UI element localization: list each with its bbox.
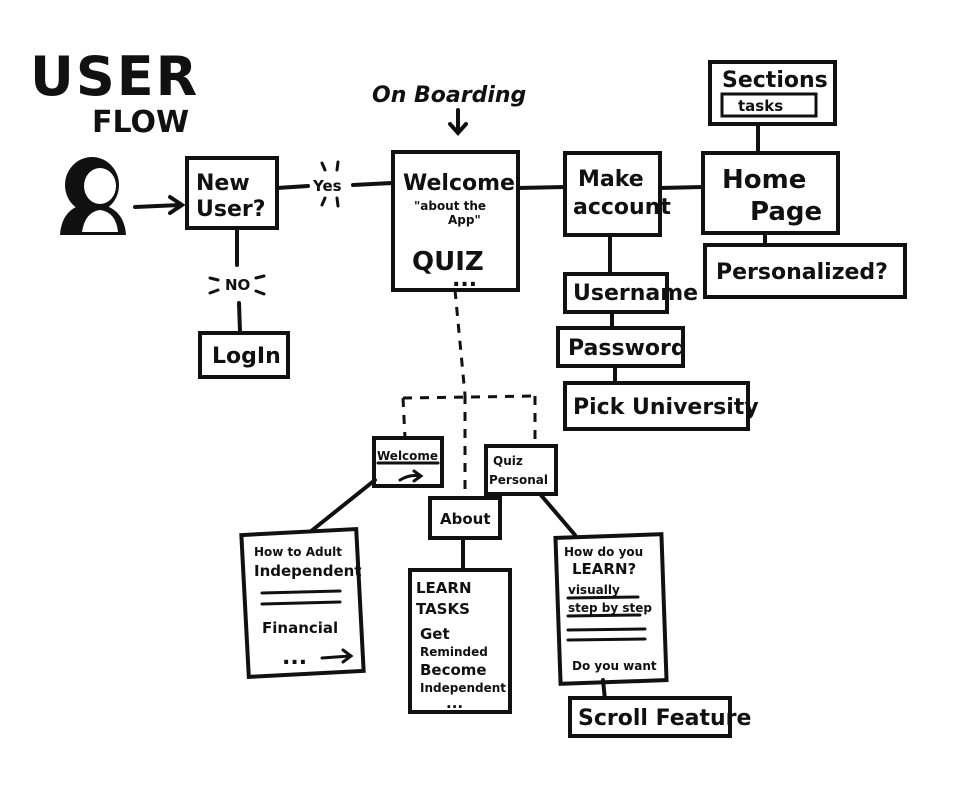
adulting-text-lines (260, 589, 342, 606)
username-box (563, 272, 669, 314)
learning-question: Do you want (572, 659, 657, 673)
learning-answer-lines (566, 595, 647, 642)
onboarding-label: On Boarding (372, 83, 526, 108)
personalized-label: Personalized? (716, 260, 888, 285)
make-account-line-1: Make (578, 167, 644, 192)
quiz-screen-box (484, 444, 558, 496)
login-label: LogIn (212, 344, 281, 369)
login-box (198, 331, 290, 379)
adulting-line-1: How to Adult (254, 545, 342, 559)
welcome-note-line-2: App" (448, 213, 481, 227)
tasks-label: tasks (738, 97, 783, 115)
learn-line-5: Become (420, 661, 487, 679)
username-label: Username (573, 281, 698, 306)
connector-no-login (237, 301, 242, 334)
home-page-line-2: Page (750, 197, 822, 227)
welcome-heading: Welcome (403, 171, 515, 196)
connector-welcome-adulting (308, 478, 377, 534)
quiz-screen-line-2: Personal (489, 473, 548, 487)
password-label: Password (568, 336, 687, 361)
connector-quiz-learning (538, 492, 577, 537)
yes-label: Yes (312, 177, 342, 195)
arrow-user-to-new-user (133, 195, 186, 215)
learn-line-6: Independent (420, 681, 506, 695)
personalized-box (703, 243, 907, 299)
learn-screen (408, 568, 512, 714)
learn-line-4: Reminded (420, 645, 488, 659)
connector-yes-welcome (351, 181, 394, 187)
new-user-line-2: User? (196, 197, 266, 222)
adulting-arrow-icon (320, 648, 354, 664)
welcome-dots: ... (452, 267, 477, 292)
welcome-screen-label: Welcome (377, 449, 438, 463)
learning-line-2: LEARN? (572, 560, 636, 578)
about-screen-label: About (440, 510, 491, 528)
connector-make-account-home (658, 185, 705, 190)
sections-label: Sections (722, 68, 828, 93)
connector-welcome-make-account (516, 185, 567, 190)
quiz-screen-line-1: Quiz (493, 454, 523, 468)
scroll-feature-label: Scroll Feature (578, 706, 751, 731)
adulting-line-2: Independent (254, 562, 362, 580)
home-page-line-1: Home (722, 165, 806, 195)
learn-line-2: TASKS (416, 600, 470, 618)
learning-line-1: How do you (564, 545, 643, 559)
university-label: Pick University (573, 395, 759, 420)
learn-line-3: Get (420, 625, 450, 643)
adulting-dots: ... (282, 645, 307, 670)
learn-line-1: LEARN (416, 579, 472, 597)
scroll-feature-box (568, 696, 732, 738)
welcome-note-line-1: "about the (414, 199, 486, 213)
password-box (556, 326, 685, 368)
onboarding-arrow (448, 108, 468, 137)
no-burst (208, 274, 266, 296)
tasks-box (720, 92, 818, 118)
learn-dots: ... (446, 694, 463, 712)
university-box (563, 381, 750, 431)
diagram-title: USER (30, 45, 199, 108)
learning-option-2: step by step (568, 601, 652, 615)
new-user-line-1: New (196, 171, 250, 196)
dashed-onboarding-connectors (401, 289, 537, 498)
new-user-box (185, 156, 279, 230)
learning-option-1: visually (568, 583, 620, 597)
learning-screen (553, 532, 669, 686)
make-account-line-2: account (573, 195, 671, 220)
make-account-box (563, 151, 662, 237)
adulting-financial: Financial (262, 619, 338, 637)
diagram-subtitle: FLOW (92, 105, 189, 140)
yes-burst (320, 160, 340, 208)
connector-new-user-yes (275, 184, 310, 190)
user-icon (60, 157, 126, 235)
home-page-box (701, 151, 840, 235)
welcome-screen-arrow (376, 461, 440, 483)
welcome-quiz: QUIZ (412, 247, 484, 277)
no-label: NO (225, 276, 250, 294)
